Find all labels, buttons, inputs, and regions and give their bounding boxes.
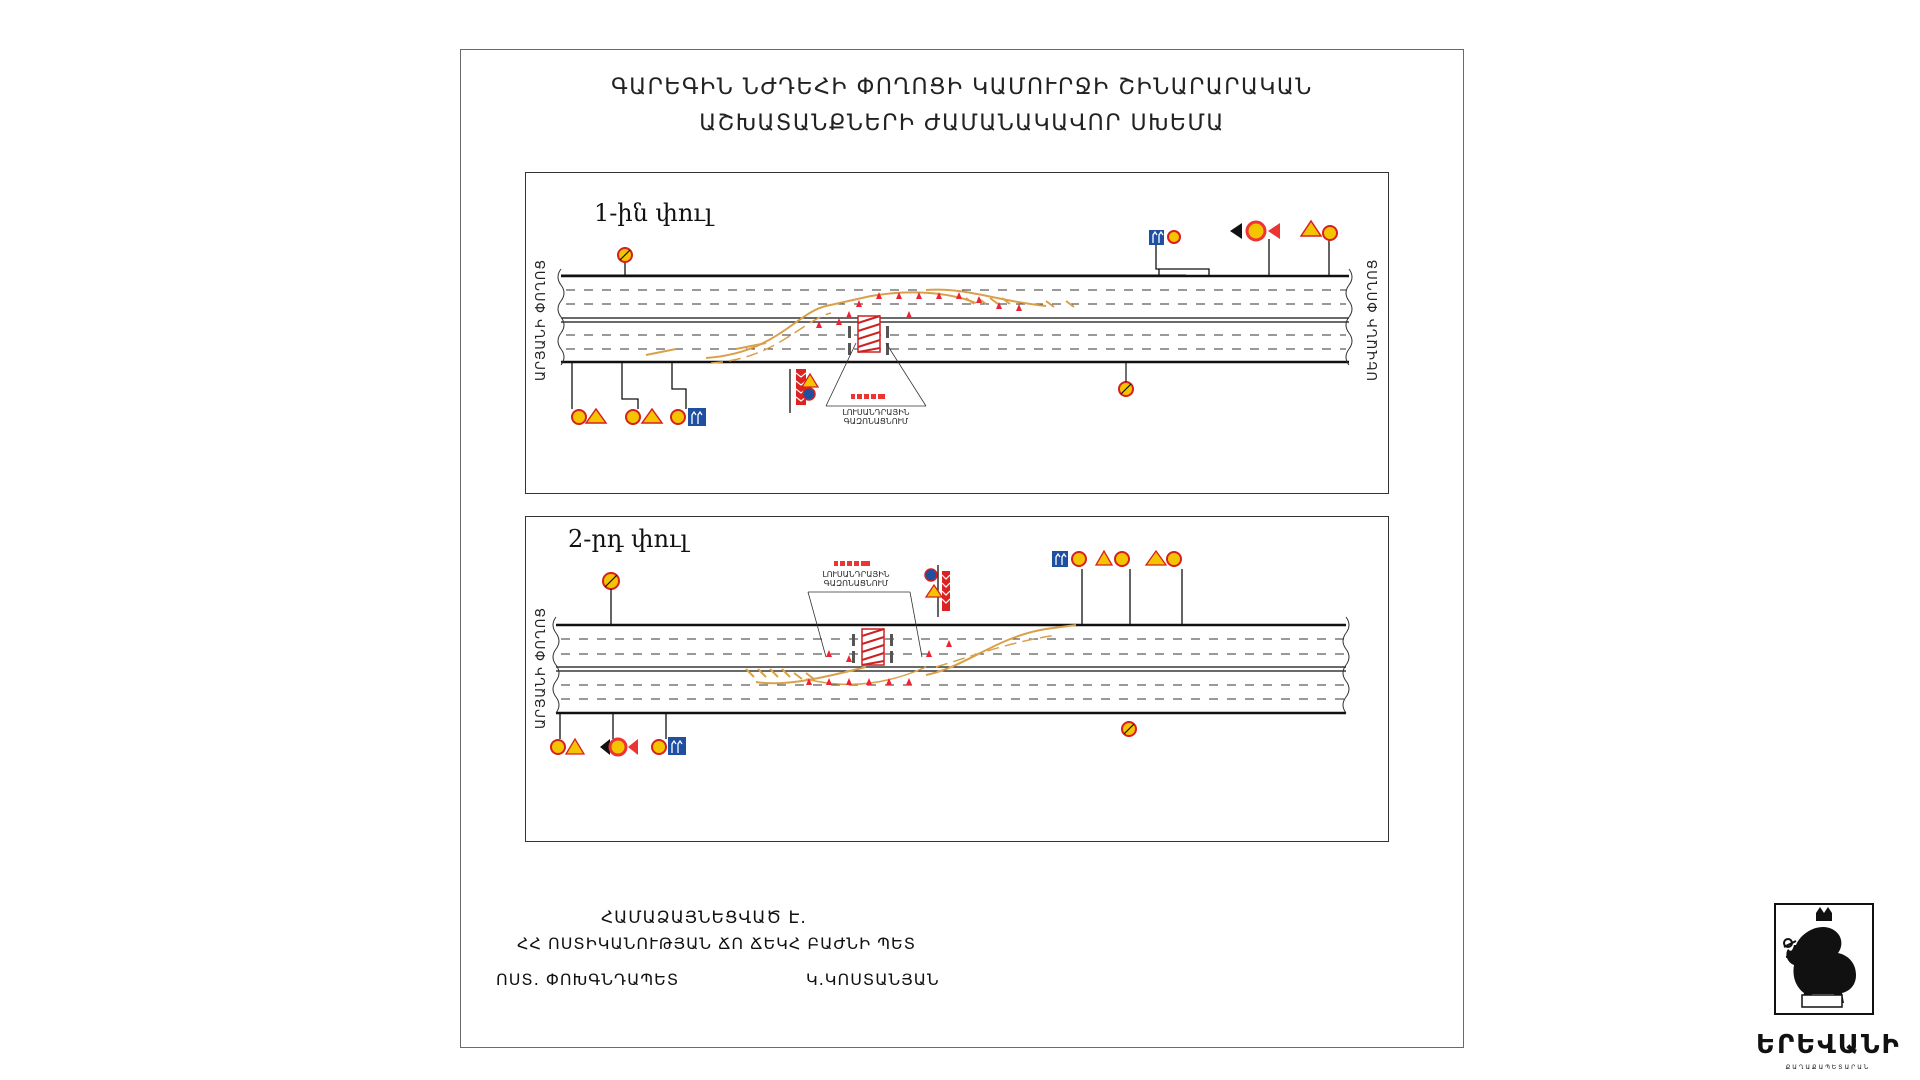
phase-1-label: 1-ին փուլ — [594, 199, 713, 227]
phase-1-road-diagram — [557, 219, 1353, 426]
phase-2-panel: 2-րդ փուլ ԱՐՅԱՆԻ ՓՈՂՈՑ ԼՈՒՍԱՆԴՐԱՅԻՆ ԳԱԶՈ… — [525, 516, 1389, 842]
phase-2-road-diagram — [550, 549, 1350, 757]
phase-2-zone-label: ԼՈՒՍԱՆԴՐԱՅԻՆ ԳԱԶՈՆԱՑՆՈՒՄ — [822, 570, 890, 588]
approval-heading: ՀԱՄԱՁԱՅՆԵՑՎԱԾ Է. — [601, 908, 807, 928]
approval-department: ՀՀ ՈՍՏԻԿԱՆՈՒԹՅԱՆ ՃՈ ՃԵԿՀ ԲԱԺՆԻ ՊԵՏ — [517, 934, 917, 953]
lion-emblem-icon — [1774, 903, 1874, 1015]
approval-role: ՈՍՏ. ՓՈԽԳՆԴԱՊԵՏ — [496, 970, 680, 989]
phase-1-zone-label: ԼՈՒՍԱՆԴՐԱՅԻՆ ԳԱԶՈՆԱՑՆՈՒՄ — [842, 408, 910, 426]
scheme-title-line-2: ԱՇԽԱՏԱՆՔՆԵՐԻ ԺԱՄԱՆԱԿԱՎՈՐ ՍԽԵՄԱ — [699, 111, 1225, 136]
scheme-sheet: ԳԱՐԵԳԻՆ ՆԺԴԵՀԻ ՓՈՂՈՑԻ ԿԱՄՈՒՐՋԻ ՇԻՆԱՐԱՐԱԿ… — [460, 49, 1464, 1048]
scheme-title-line-1: ԳԱՐԵԳԻՆ ՆԺԴԵՀԻ ՓՈՂՈՑԻ ԿԱՄՈՒՐՋԻ ՇԻՆԱՐԱՐԱԿ… — [611, 75, 1313, 100]
phase-2-road-left-label: ԱՐՅԱՆԻ ՓՈՂՈՑ — [534, 606, 549, 729]
logo-subtitle: ՔԱՂԱՔԱՊԵՏԱՐԱՆ — [1785, 1064, 1871, 1071]
phase-1-road-right-label: ՍԵՎԱՆԻ ՓՈՂՈՑ — [1366, 258, 1381, 381]
logo-name: ԵՐԵՎԱՆԻ — [1756, 1030, 1901, 1060]
phase-2-label: 2-րդ փուլ — [568, 525, 688, 553]
phase-1-panel: 1-ին փուլ ԱՐՅԱՆԻ ՓՈՂՈՑ ՍԵՎԱՆԻ ՓՈՂՈՑ ԼՈՒՍ… — [525, 172, 1389, 494]
approval-name: Կ.ԿՈՍՏԱՆՅԱՆ — [806, 970, 940, 989]
phase-1-road-left-label: ԱՐՅԱՆԻ ՓՈՂՈՑ — [534, 258, 549, 381]
